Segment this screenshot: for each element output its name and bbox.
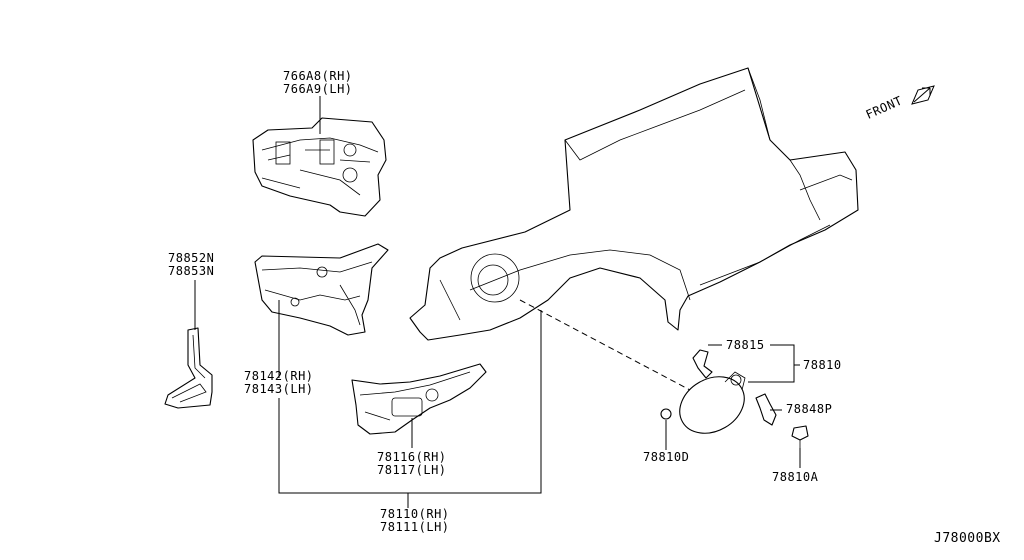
front-arrow-icon xyxy=(911,85,935,105)
callout-78848p: 78848P xyxy=(786,402,833,416)
callout-78852n: 78852N 78853N xyxy=(168,251,215,278)
callout-78810d: 78810D xyxy=(643,450,690,464)
leader-lines xyxy=(194,96,801,508)
part-78142-inner-panel[interactable] xyxy=(254,243,389,336)
part-rear-fender-main[interactable] xyxy=(409,67,859,341)
callout-78110: 78110(RH) 78111(LH) xyxy=(380,507,450,534)
callout-78142: 78142(RH) 78143(LH) xyxy=(244,369,314,396)
part-78810a-clip[interactable] xyxy=(791,425,809,448)
part-78116-lower-panel[interactable] xyxy=(351,363,487,435)
part-78852n-reinforcement[interactable] xyxy=(164,327,213,409)
part-78848p-bracket[interactable] xyxy=(755,393,777,426)
callout-766a8: 766A8(RH) 766A9(LH) xyxy=(283,69,353,96)
part-78810-filler-lid[interactable] xyxy=(670,365,755,444)
diagram-id: J78000BX xyxy=(934,531,1001,546)
part-78815-hinge[interactable] xyxy=(692,349,713,379)
part-766a8-bracket[interactable] xyxy=(252,117,387,217)
callout-78810a: 78810A xyxy=(772,470,819,484)
part-78810d-bumper[interactable] xyxy=(660,408,672,420)
callout-78116: 78116(RH) 78117(LH) xyxy=(377,450,447,477)
callout-78815: 78815 xyxy=(726,338,765,352)
callout-78810: 78810 xyxy=(803,358,842,372)
